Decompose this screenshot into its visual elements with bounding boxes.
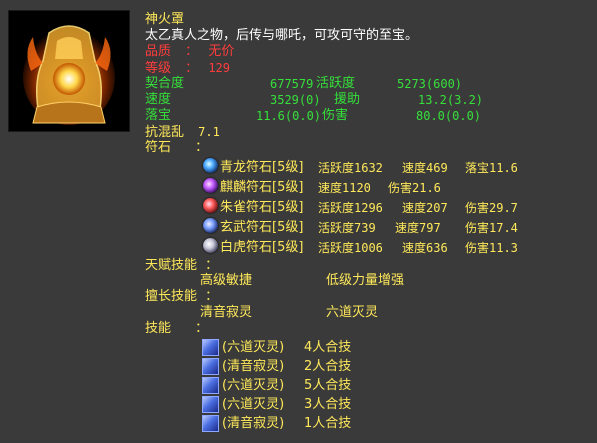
combo-skill-desc: 5人合技 — [304, 378, 352, 393]
quality-value: 无价 — [208, 44, 235, 59]
stat-label-affinity: 契合度 — [145, 76, 185, 91]
combo-skill-name: (六道灭灵) — [222, 397, 285, 412]
talent-label: 天赋技能 — [145, 258, 198, 273]
stat-value-damage: 80.0(0.0) — [416, 109, 482, 123]
stat-label-activity: 活跃度 — [316, 76, 356, 91]
combo-skill-name: (六道灭灵) — [222, 340, 285, 355]
rune-stat: 活跃度739 — [318, 221, 376, 235]
rune-name: 白虎符石[5级] — [220, 240, 304, 255]
quality-label: 品质 — [145, 44, 172, 59]
chaos-resist-value: 7.1 — [198, 125, 220, 139]
azure-dragon-rune-icon[interactable] — [203, 158, 218, 173]
combo-skill-icon[interactable] — [202, 377, 219, 394]
chaos-resist-label: 抗混乱 — [145, 125, 185, 140]
talent-skill: 低级力量增强 — [326, 273, 405, 288]
skills-heading: 技能 ： — [145, 321, 208, 337]
combo-skill-name: (清音寂灵) — [222, 416, 285, 431]
rune-stat: 伤害21.6 — [388, 181, 441, 195]
combo-skill-icon[interactable] — [202, 358, 219, 375]
rune-stat: 伤害29.7 — [465, 201, 518, 215]
stat-value-speed: 3529(0) — [270, 93, 321, 107]
level-label: 等级 — [145, 61, 172, 76]
rune-name: 朱雀符石[5级] — [220, 200, 304, 215]
item-name: 神火罩 — [145, 12, 185, 27]
rune-stat: 速度636 — [402, 241, 448, 255]
stat-value-affinity: 677579 — [270, 77, 314, 91]
skills-separator: ： — [195, 321, 209, 336]
rune-stat: 活跃度1006 — [318, 241, 383, 255]
stat-value-assist: 13.2(3.2) — [418, 93, 484, 107]
combo-skill-name: (六道灭灵) — [222, 378, 285, 393]
stat-value-treasure-drop: 11.6(0.0) — [256, 109, 322, 123]
combo-skill-desc: 2人合技 — [304, 359, 352, 374]
specialty-label: 擅长技能 — [145, 289, 198, 304]
stat-label-damage: 伤害 — [322, 108, 349, 123]
combo-skill-desc: 3人合技 — [304, 397, 352, 412]
vermilion-bird-rune-icon[interactable] — [203, 198, 218, 213]
combo-skill-desc: 4人合技 — [304, 340, 352, 355]
item-description: 太乙真人之物，后传与哪吒，可攻可守的至宝。 — [145, 28, 419, 43]
specialty-skill: 六道灭灵 — [326, 305, 379, 320]
level-separator: ： — [185, 61, 199, 76]
specialty-skill: 清音寂灵 — [200, 305, 253, 320]
rune-name: 青龙符石[5级] — [220, 160, 304, 175]
quality-separator: ： — [185, 44, 199, 59]
black-tortoise-rune-icon[interactable] — [203, 218, 218, 233]
combo-skill-icon[interactable] — [202, 396, 219, 413]
rune-name: 玄武符石[5级] — [220, 220, 304, 235]
level-value: 129 — [208, 61, 230, 75]
rune-stat: 速度1120 — [318, 181, 371, 195]
talent-skill: 高级敏捷 — [200, 273, 253, 288]
stat-label-treasure-drop: 落宝 — [145, 108, 172, 123]
stat-label-assist: 援助 — [334, 92, 361, 107]
chaos-resist-row: 抗混乱 7.1 — [145, 124, 220, 141]
rune-stat: 活跃度1296 — [318, 201, 383, 215]
stat-label-speed: 速度 — [145, 92, 172, 107]
specialty-separator: ： — [205, 289, 219, 304]
quality-row: 品质 ： 无价 — [145, 44, 234, 60]
runes-heading: 符石 ： — [145, 140, 208, 156]
rune-stat: 伤害11.3 — [465, 241, 518, 255]
fire-shield-artifact-icon — [9, 11, 129, 131]
rune-stat: 落宝11.6 — [465, 161, 518, 175]
rune-stat: 活跃度1632 — [318, 161, 383, 175]
combo-skill-icon[interactable] — [202, 415, 219, 432]
runes-label: 符石 — [145, 140, 172, 155]
skills-label: 技能 — [145, 321, 172, 336]
talent-heading: 天赋技能 ： — [145, 258, 218, 274]
rune-name: 麒麟符石[5级] — [220, 180, 304, 195]
combo-skill-icon[interactable] — [202, 339, 219, 356]
white-tiger-rune-icon[interactable] — [203, 238, 218, 253]
runes-separator: ： — [195, 140, 209, 155]
combo-skill-desc: 1人合技 — [304, 416, 352, 431]
specialty-heading: 擅长技能 ： — [145, 289, 218, 305]
stat-value-activity: 5273(600) — [397, 77, 463, 91]
rune-stat: 伤害17.4 — [465, 221, 518, 235]
talent-separator: ： — [205, 258, 219, 273]
qilin-rune-icon[interactable] — [203, 178, 218, 193]
item-portrait — [8, 10, 130, 132]
rune-stat: 速度797 — [395, 221, 441, 235]
combo-skill-name: (清音寂灵) — [222, 359, 285, 374]
rune-stat: 速度207 — [402, 201, 448, 215]
rune-stat: 速度469 — [402, 161, 448, 175]
level-row: 等级 ： 129 — [145, 60, 230, 77]
